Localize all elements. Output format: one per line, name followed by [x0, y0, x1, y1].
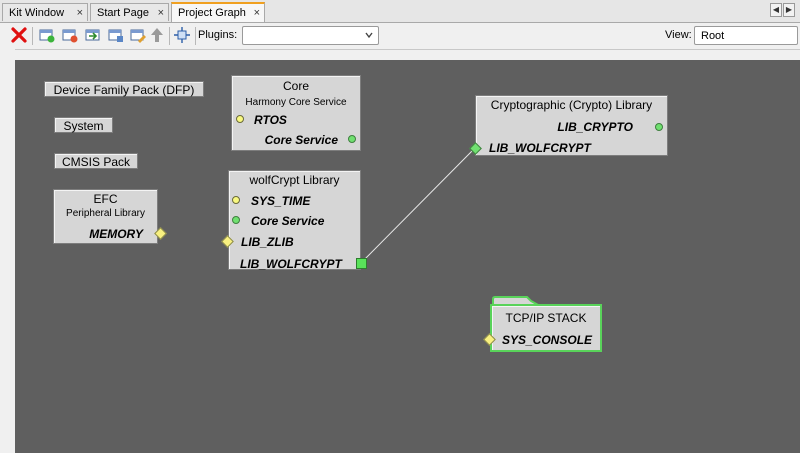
- view-label: View:: [665, 29, 692, 41]
- auto-arrange-icon[interactable]: [173, 26, 191, 44]
- node-title: Cryptographic (Crypto) Library: [490, 98, 653, 112]
- chevron-down-icon: [365, 32, 373, 39]
- port-label: LIB_ZLIB: [241, 235, 294, 249]
- edit-icon[interactable]: [129, 26, 147, 44]
- node-system[interactable]: System: [54, 117, 113, 133]
- node-title: Device Family Pack (DFP): [53, 83, 195, 97]
- chevron-left-icon: ◀: [772, 5, 780, 14]
- tab-project-graph[interactable]: Project Graph ×: [171, 2, 265, 22]
- chevron-right-icon: ▶: [785, 5, 793, 14]
- node-subtitle: Peripheral Library: [66, 208, 145, 219]
- node-efc[interactable]: EFC Peripheral Library MEMORY: [53, 189, 158, 244]
- node-device-family-pack[interactable]: Device Family Pack (DFP): [44, 81, 204, 97]
- tab-label: Project Graph: [178, 7, 246, 19]
- new-component-icon[interactable]: [38, 26, 56, 44]
- port-label: LIB_WOLFCRYPT: [240, 257, 342, 271]
- scroll-tabs-left-button[interactable]: ◀: [770, 3, 782, 17]
- port-label: MEMORY: [89, 227, 143, 241]
- node-tcpip-stack[interactable]: TCP/IP STACK SYS_CONSOLE: [490, 304, 602, 352]
- port-label: LIB_WOLFCRYPT: [489, 141, 591, 155]
- project-graph-canvas[interactable]: Device Family Pack (DFP) System CMSIS Pa…: [15, 60, 800, 453]
- tab-label: Start Page: [97, 7, 149, 19]
- tab-label: Kit Window: [9, 7, 65, 19]
- canvas-margin: [0, 49, 15, 453]
- port-lib-wolfcrypt-connector[interactable]: [356, 258, 367, 269]
- port-label: Core Service: [251, 214, 325, 228]
- port-label: SYS_TIME: [251, 194, 311, 208]
- scroll-tabs-right-button[interactable]: ▶: [783, 3, 795, 17]
- node-title: TCP/IP STACK: [505, 311, 587, 325]
- port-label: RTOS: [254, 113, 287, 127]
- node-title: CMSIS Pack: [61, 155, 130, 169]
- port-label: SYS_CONSOLE: [502, 333, 593, 347]
- remove-component-icon[interactable]: [61, 26, 79, 44]
- port-core-service-connector[interactable]: [348, 135, 356, 143]
- close-icon[interactable]: ×: [253, 7, 260, 19]
- port-label: LIB_CRYPTO: [557, 120, 633, 134]
- port-sys-time-connector[interactable]: [232, 196, 240, 204]
- tab-kit-window[interactable]: Kit Window ×: [2, 3, 88, 21]
- port-lib-crypto-connector[interactable]: [655, 123, 663, 131]
- node-crypto-library[interactable]: Cryptographic (Crypto) Library LIB_CRYPT…: [475, 95, 668, 156]
- connection-line[interactable]: [15, 60, 800, 453]
- close-icon[interactable]: ×: [157, 7, 164, 19]
- node-title: EFC: [93, 192, 118, 206]
- tab-start-page[interactable]: Start Page ×: [90, 3, 169, 21]
- node-title: wolfCrypt Library: [249, 173, 340, 187]
- plugins-dropdown[interactable]: [242, 26, 379, 45]
- port-label: Core Service: [264, 133, 338, 147]
- port-rtos-connector[interactable]: [236, 115, 244, 123]
- node-wolfcrypt-library[interactable]: wolfCrypt Library SYS_TIME Core Service …: [228, 170, 361, 271]
- node-core[interactable]: Core Harmony Core Service RTOS Core Serv…: [231, 75, 361, 151]
- node-subtitle: Harmony Core Service: [245, 97, 347, 108]
- import-icon[interactable]: [84, 26, 102, 44]
- node-title: System: [63, 119, 104, 133]
- plugins-label: Plugins:: [198, 29, 238, 41]
- delete-icon[interactable]: [10, 26, 28, 44]
- node-cmsis-pack[interactable]: CMSIS Pack: [54, 153, 138, 169]
- port-core-service-connector[interactable]: [232, 216, 240, 224]
- close-icon[interactable]: ×: [76, 7, 83, 19]
- graph-toolbar: Plugins: View: Root: [0, 23, 800, 50]
- node-folder-tab: [492, 296, 540, 306]
- document-tab-bar: Kit Window × Start Page × Project Graph …: [0, 0, 800, 23]
- node-title: Core: [282, 79, 309, 93]
- move-up-icon[interactable]: [148, 26, 166, 44]
- view-dropdown[interactable]: Root: [694, 26, 798, 45]
- export-icon[interactable]: [107, 26, 125, 44]
